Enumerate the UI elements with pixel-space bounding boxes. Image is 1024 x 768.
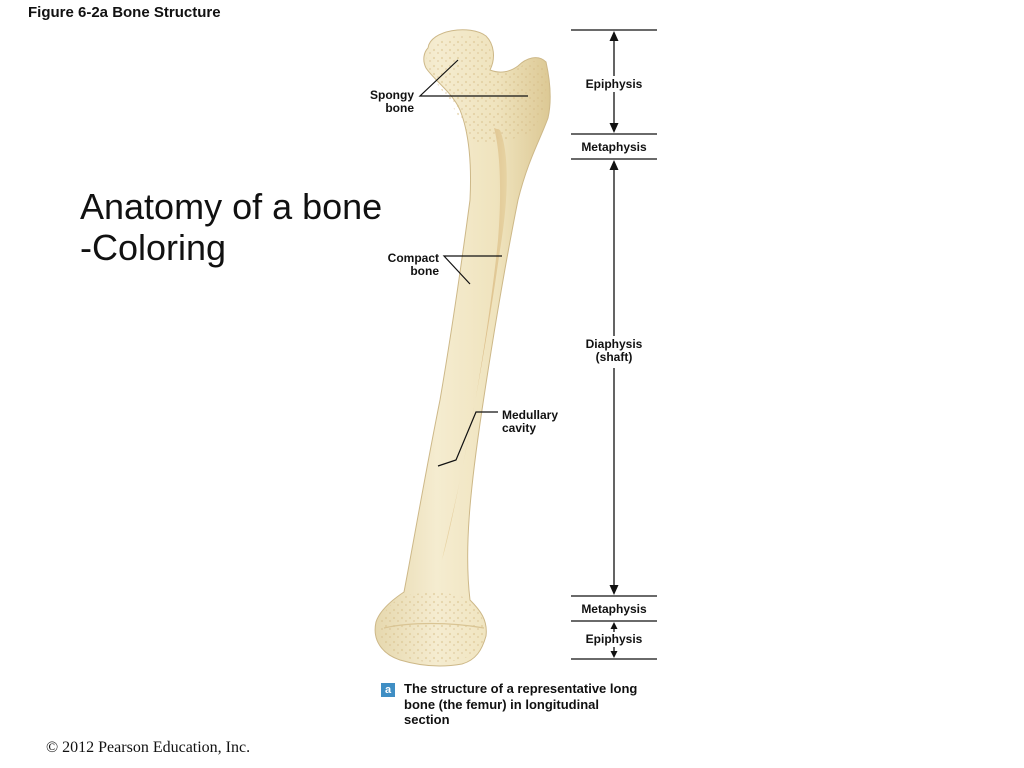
spongy-bone-label-line2: bone xyxy=(385,101,414,115)
medullary-cavity-label: Medullary cavity xyxy=(502,409,582,435)
compact-leader xyxy=(442,255,502,285)
caption-text: The structure of a representative long b… xyxy=(404,681,638,727)
epiphysis-top-label: Epiphysis xyxy=(571,78,657,91)
spongy-texture-bottom xyxy=(379,592,484,663)
arrowhead-epiphysis-bottom-up xyxy=(610,622,618,629)
spongy-texture-top xyxy=(426,35,547,143)
arrowhead-epiphysis-bottom-down xyxy=(610,651,618,658)
arrowhead-top xyxy=(609,31,619,41)
epiphyseal-line-bottom xyxy=(383,622,485,629)
slide-title: Anatomy of a bone -Coloring xyxy=(80,186,382,268)
medullary-leader xyxy=(437,411,498,467)
figure-title: Figure 6-2a Bone Structure xyxy=(28,4,221,21)
diaphysis-label-line1: Diaphysis xyxy=(585,337,643,351)
diaphysis-label-line2: (shaft) xyxy=(595,350,633,364)
spongy-bone-label: Spongy bone xyxy=(344,89,414,115)
metaphysis-top-label: Metaphysis xyxy=(581,140,647,154)
diaphysis-label: Diaphysis (shaft) xyxy=(571,338,657,364)
slide-title-line1: Anatomy of a bone xyxy=(80,186,383,227)
epiphysis-bottom-label: Epiphysis xyxy=(571,632,657,646)
compact-bone-label-line1: Compact xyxy=(387,251,439,265)
medullary-cavity-label-line1: Medullary xyxy=(502,408,559,422)
caption-badge: a xyxy=(381,683,395,697)
arrowhead-diaphysis-bottom xyxy=(609,585,619,595)
epiphysis-bottom-label-text: Epiphysis xyxy=(584,632,644,646)
compact-bone-label: Compact bone xyxy=(360,252,439,278)
slide-title-line2: -Coloring xyxy=(80,227,227,268)
arrowhead-diaphysis-top xyxy=(609,160,619,170)
spongy-leader xyxy=(418,59,528,97)
spongy-bone-label-line1: Spongy xyxy=(370,88,414,102)
compact-bone-label-line2: bone xyxy=(410,264,439,278)
metaphysis-bottom-label: Metaphysis xyxy=(581,602,647,616)
arrowhead-epiphysis-bottom-of-top xyxy=(609,123,619,133)
medullary-cavity-region xyxy=(442,128,507,560)
medullary-cavity-label-line2: cavity xyxy=(502,421,537,435)
copyright-notice: © 2012 Pearson Education, Inc. xyxy=(46,739,251,756)
